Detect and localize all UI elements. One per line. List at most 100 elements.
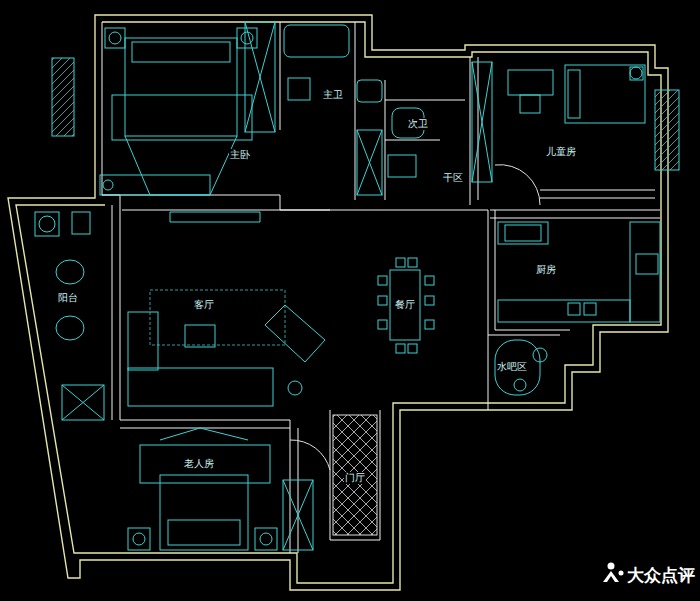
plan-line (508, 70, 553, 95)
plan-line (357, 130, 382, 195)
plan-line (630, 67, 642, 79)
plan-line (283, 480, 313, 550)
plan-line (56, 316, 84, 340)
plan-line (378, 276, 387, 285)
plan-line (408, 344, 417, 353)
plan-line (185, 325, 215, 347)
plan-line (265, 305, 325, 362)
plan-line (260, 533, 272, 545)
plan-line (514, 379, 526, 391)
plan-line (288, 381, 302, 395)
plan-line (160, 428, 248, 440)
plan-line (128, 312, 158, 370)
plan-line (35, 22, 679, 550)
plan-line (357, 130, 382, 195)
plan-line (378, 296, 387, 305)
plan-line (472, 62, 492, 182)
plan-line (112, 205, 290, 428)
plan-line (109, 32, 121, 44)
room-label: 老人房 (183, 458, 215, 470)
plan-line (565, 65, 645, 123)
plan-line (245, 22, 275, 132)
plan-line (498, 222, 548, 244)
plan-line (245, 22, 275, 132)
room-label: 主卧 (229, 149, 251, 161)
room-label: 水吧区 (496, 361, 528, 373)
plan-line (102, 22, 120, 420)
plan-line (72, 212, 90, 234)
plan-line (16, 22, 661, 583)
plan-line (102, 22, 660, 553)
plan-line (290, 440, 330, 470)
plan-line (408, 258, 417, 267)
plan-line (112, 95, 252, 140)
plan-line (584, 303, 596, 315)
room-label: 儿童房 (545, 146, 577, 158)
plan-line (630, 222, 660, 322)
room-label: 厨房 (535, 264, 557, 276)
plan-line (35, 212, 59, 236)
plan-line (568, 303, 580, 315)
plan-line (619, 571, 624, 576)
plan-line (128, 528, 150, 550)
plan-line (330, 410, 380, 540)
plan-line (241, 32, 253, 44)
plan-line (133, 533, 145, 545)
plan-line (8, 15, 668, 590)
plan-line (488, 210, 570, 410)
plan-line (655, 90, 679, 170)
plan-line (255, 528, 277, 550)
plan-line (357, 80, 382, 102)
plan-line (288, 78, 310, 100)
plan-line (425, 296, 434, 305)
plan-line (495, 165, 540, 205)
plan-line (125, 38, 237, 136)
plan-line (62, 385, 104, 420)
plan-line (39, 216, 55, 232)
plan-line (630, 67, 643, 80)
plan-line (128, 368, 273, 406)
plan-line (100, 175, 210, 195)
plan-line (52, 58, 74, 136)
plan-line (132, 42, 230, 62)
plan-line (568, 70, 580, 118)
room-label: 门厅 (344, 472, 366, 484)
plan-line (608, 563, 615, 570)
watermark: 大众点评 (626, 565, 696, 585)
plan-line (150, 290, 285, 345)
plan-line (280, 22, 478, 205)
room-label: 干区 (442, 172, 464, 184)
room-label: 主卫 (322, 89, 344, 101)
room-label: 次卫 (407, 118, 429, 130)
plan-line (498, 300, 630, 322)
plan-line (125, 136, 237, 195)
plan-line (62, 385, 104, 420)
plan-line (396, 344, 405, 353)
plan-line (103, 180, 113, 190)
plan-line (378, 320, 387, 329)
plan-line (333, 415, 377, 535)
room-label: 餐厅 (394, 299, 416, 311)
plan-line (8, 15, 668, 590)
plan-line (425, 320, 434, 329)
plan-line (520, 95, 540, 113)
room-label: 阳台 (57, 292, 79, 304)
plan-line (603, 571, 619, 582)
plan-line (388, 155, 416, 177)
plan-line (168, 520, 240, 545)
plan-line (472, 62, 492, 182)
plan-line (105, 28, 125, 48)
plan-line (385, 100, 465, 140)
plan-line (540, 190, 655, 198)
plan-line (533, 348, 547, 362)
plan-line (390, 270, 420, 340)
plan-line (636, 254, 658, 274)
plan-line (396, 258, 405, 267)
plan-line (56, 260, 84, 284)
plan-line (495, 340, 540, 395)
plan-line (170, 212, 260, 222)
plan-line (490, 210, 660, 218)
plan-line (425, 276, 434, 285)
